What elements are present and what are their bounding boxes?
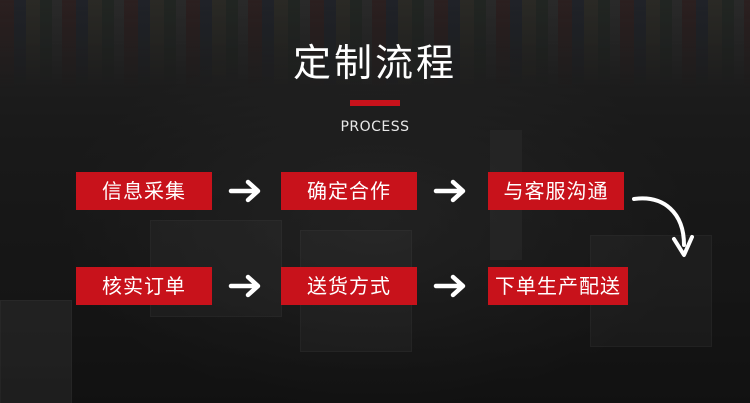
step-verify-order: 核实订单 <box>76 267 212 305</box>
step-confirm-cooperation: 确定合作 <box>281 172 417 210</box>
right-arrow-icon <box>228 179 261 203</box>
step-info-collection: 信息采集 <box>76 172 212 210</box>
step-delivery-method: 送货方式 <box>281 267 417 305</box>
right-arrow-icon <box>433 179 466 203</box>
page-title: 定制流程 <box>292 41 457 85</box>
flag-bunting <box>0 0 750 90</box>
step-contact-service: 与客服沟通 <box>488 172 624 210</box>
step-production-delivery: 下单生产配送 <box>488 267 628 305</box>
title-underline <box>350 100 400 106</box>
curved-down-arrow-icon <box>632 196 694 257</box>
page-subtitle: PROCESS <box>340 119 410 135</box>
right-arrow-icon <box>433 274 466 298</box>
office-desk <box>0 300 72 403</box>
right-arrow-icon <box>228 274 261 298</box>
